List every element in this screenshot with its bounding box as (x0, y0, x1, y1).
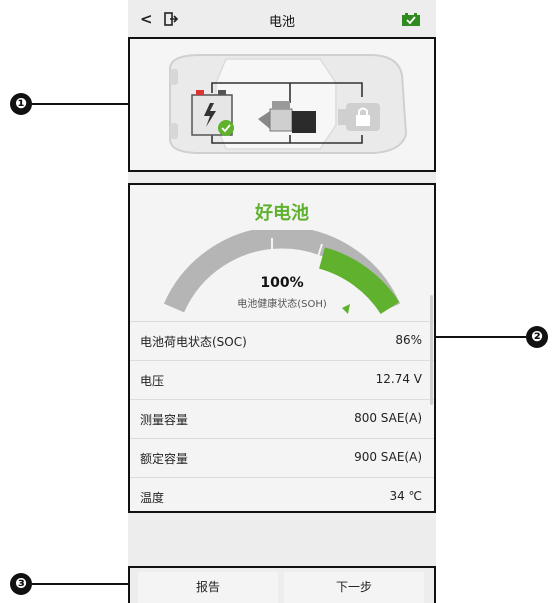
car-diagram (169, 54, 408, 154)
detail-row-voltage: 电压 12.74 V (130, 360, 434, 399)
next-step-button[interactable]: 下一步 (284, 572, 424, 603)
gauge-needle-icon (342, 304, 350, 314)
callout-leader-1 (32, 103, 128, 105)
detail-value: 12.74 V (375, 372, 422, 386)
detail-label: 温度 (140, 491, 165, 505)
detail-value: 900 SAE(A) (354, 450, 422, 464)
locked-alternator-icon (338, 103, 380, 131)
car-diagram-panel (128, 37, 436, 172)
detail-label: 电池荷电状态(SOC) (140, 335, 247, 349)
battery-ok-icon (402, 13, 420, 26)
battery-status-title: 好电池 (255, 203, 309, 224)
detail-label: 电压 (140, 374, 165, 388)
callout-marker-1: ❶ (10, 93, 32, 115)
detail-value: 34 ℃ (389, 489, 422, 503)
scrollbar[interactable] (430, 295, 433, 405)
soh-label: 电池健康状态(SOH) (237, 299, 327, 310)
page-title: 电池 (268, 15, 295, 30)
starter-motor-icon (258, 101, 316, 133)
callout-marker-2: ❷ (526, 326, 548, 348)
bottom-button-bar: 报告 下一步 (128, 566, 436, 603)
detail-row-temperature: 温度 34 ℃ (130, 477, 434, 516)
report-button[interactable]: 报告 (138, 572, 278, 603)
callout-leader-2 (436, 336, 526, 338)
detail-row-measured-capacity: 测量容量 800 SAE(A) (130, 399, 434, 438)
battery-icon (191, 90, 234, 136)
soh-gauge (163, 230, 401, 315)
top-bar: < 电池 (128, 6, 436, 34)
soh-good-segment (318, 247, 400, 315)
exit-icon[interactable] (164, 12, 178, 26)
detail-value: 800 SAE(A) (354, 411, 422, 425)
detail-value: 86% (395, 333, 422, 347)
detail-row-rated-capacity: 额定容量 900 SAE(A) (130, 438, 434, 477)
back-chevron-icon[interactable]: < (140, 10, 153, 28)
detail-row-soc: 电池荷电状态(SOC) 86% (130, 321, 434, 360)
callout-marker-3: ❸ (10, 573, 32, 595)
callout-leader-3 (32, 583, 128, 585)
battery-result-panel: 好电池 100% 电池健康状态(SOH) 电池荷电状态(SOC) 86% 电压 … (128, 183, 436, 513)
battery-details-list: 电池荷电状态(SOC) 86% 电压 12.74 V 测量容量 800 SAE(… (130, 321, 434, 516)
soh-value: 100% (260, 275, 304, 291)
detail-label: 额定容量 (140, 452, 189, 466)
detail-label: 测量容量 (140, 413, 189, 427)
